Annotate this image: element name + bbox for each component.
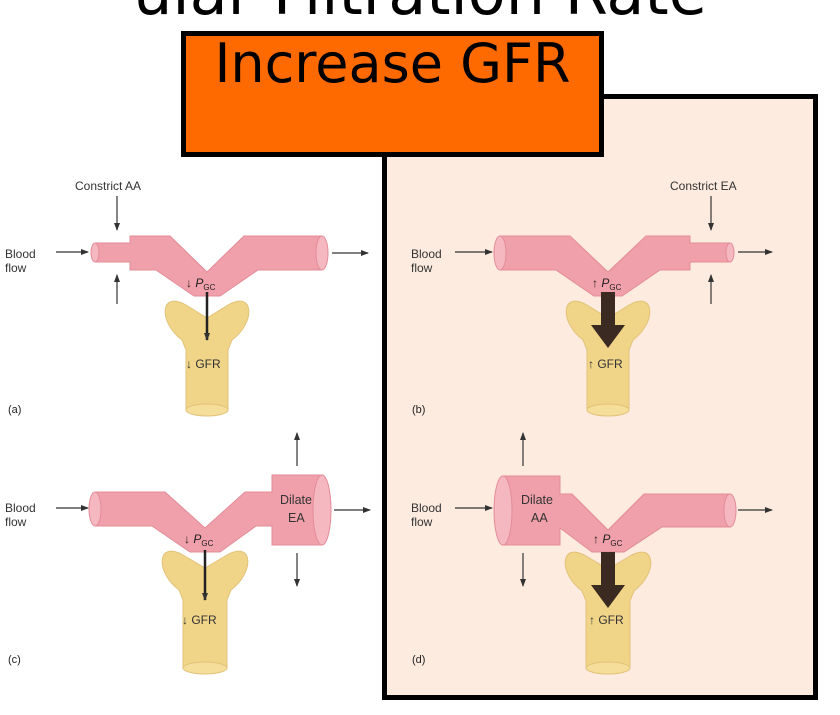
panel-b-blood: Blood bbox=[411, 247, 442, 261]
panel-b-tag: (b) bbox=[412, 404, 425, 416]
panel-a-flow: flow bbox=[5, 261, 27, 275]
panel-c-flow: flow bbox=[5, 515, 27, 529]
panel-a-top-label: Constrict AA bbox=[75, 179, 141, 193]
panel-a-blood: Blood bbox=[5, 247, 36, 261]
slide-title: ular Filtration Rate bbox=[0, 0, 840, 24]
panel-d-tag: (d) bbox=[412, 654, 425, 666]
increase-gfr-callout: Increase GFR bbox=[181, 31, 604, 157]
panel-d-flow: flow bbox=[411, 515, 433, 529]
panel-a: Constrict AA Blood flow ↓ PGC ↓ GFR (a) bbox=[5, 179, 369, 417]
panel-d-gfr: ↑ GFR bbox=[589, 613, 624, 627]
panel-b-gfr: ↑ GFR bbox=[588, 357, 623, 371]
panel-b-glomerulus bbox=[565, 300, 651, 417]
panel-a-pgc: ↓ PGC bbox=[186, 276, 216, 292]
panel-d-vessel bbox=[493, 475, 737, 553]
callout-text: Increase GFR bbox=[214, 32, 571, 95]
panel-b-pgc: ↑ PGC bbox=[592, 276, 622, 292]
panel-d-pgc: ↑ PGC bbox=[593, 532, 623, 548]
panel-d-glomerulus bbox=[564, 551, 652, 675]
panel-a-glomerulus bbox=[164, 300, 250, 417]
panel-d: Dilate AA Blood flow ↑ PGC ↑ GFR (d) bbox=[411, 432, 773, 675]
panel-c-tag: (c) bbox=[8, 654, 21, 666]
panel-c: Dilate EA Blood flow ↓ PGC ↓ GFR (c) bbox=[5, 432, 371, 675]
panel-c-blood: Blood bbox=[5, 501, 36, 515]
panel-b: Constrict EA Blood flow ↑ PGC ↑ GFR (b) bbox=[411, 179, 773, 417]
panel-b-vessel bbox=[493, 235, 735, 297]
panel-b-flow: flow bbox=[411, 261, 433, 275]
panel-d-vessel-label-2: AA bbox=[531, 511, 548, 525]
panel-c-glomerulus bbox=[161, 550, 249, 675]
panel-c-vessel-label-2: EA bbox=[288, 511, 305, 525]
panel-d-vessel-label-1: Dilate bbox=[521, 493, 553, 507]
panel-b-top-label: Constrict EA bbox=[670, 179, 737, 193]
panel-c-pgc: ↓ PGC bbox=[184, 532, 214, 548]
panel-a-vessel bbox=[90, 235, 329, 297]
panel-a-tag: (a) bbox=[8, 404, 21, 416]
panel-c-vessel-label-1: Dilate bbox=[280, 493, 312, 507]
panel-d-blood: Blood bbox=[411, 501, 442, 515]
panel-c-vessel bbox=[88, 474, 332, 553]
panel-c-gfr: ↓ GFR bbox=[182, 613, 217, 627]
panel-a-gfr: ↓ GFR bbox=[186, 357, 221, 371]
